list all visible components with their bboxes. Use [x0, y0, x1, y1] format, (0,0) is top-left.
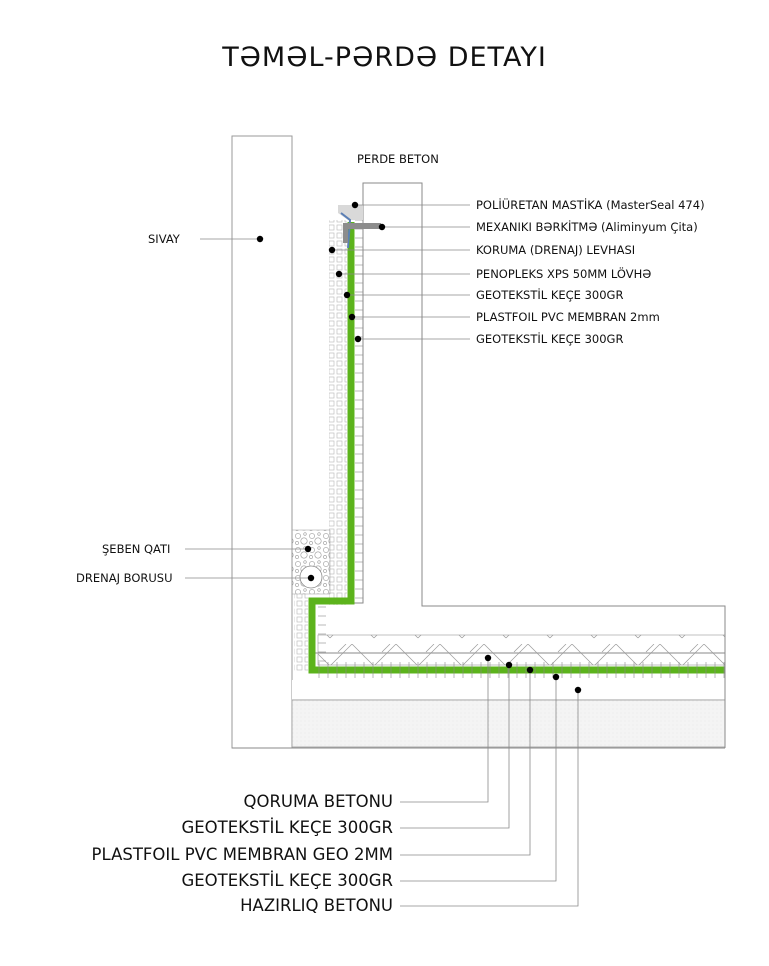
wall-layer-label: PLASTFOIL PVC MEMBRAN 2mm [476, 310, 660, 324]
drenaj-borusu-label: DRENAJ BORUSU [76, 571, 173, 585]
seben-qati-label: ŞEBEN QATI [102, 542, 171, 556]
floor-layer-label: QORUMA BETONU [243, 792, 393, 811]
drawing-title: TƏMƏL-PƏRDƏ DETAYI [222, 42, 547, 73]
sivay-label: SIVAY [148, 232, 180, 246]
floor-layer-label: PLASTFOIL PVC MEMBRAN GEO 2MM [91, 845, 393, 864]
wall-layer-label: KORUMA (DRENAJ) LEVHASI [476, 243, 636, 257]
floor-layer-label: GEOTEKSTİL KEÇE 300GR [181, 818, 393, 837]
perde-beton-label: PERDE BETON [357, 152, 439, 166]
floor-layer-label: GEOTEKSTİL KEÇE 300GR [181, 871, 393, 890]
wall-layer-label: MEXANIKI BƏRKİTMƏ (Aliminyum Çita) [476, 220, 698, 234]
wall-layer-label: GEOTEKSTİL KEÇE 300GR [476, 332, 624, 346]
wall-layer-label: POLİÜRETAN MASTİKA (MasterSeal 474) [476, 198, 705, 212]
wall-layer-label: GEOTEKSTİL KEÇE 300GR [476, 288, 624, 302]
wall-layer-label: PENOPLEKS XPS 50MM LÖVHƏ [476, 267, 652, 281]
floor-layer-label: HAZIRLIQ BETONU [240, 896, 393, 915]
